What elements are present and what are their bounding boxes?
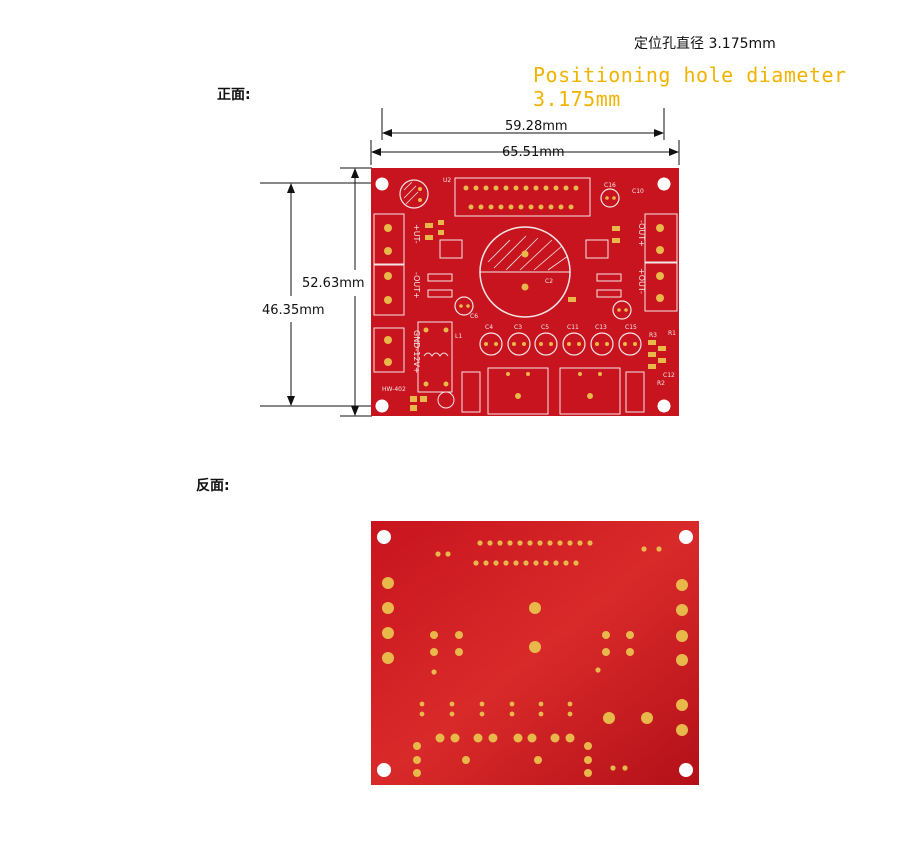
silk-c3: C3 [514,324,522,331]
silk-out-right-top: -OUT+ [637,220,646,247]
front-mounting-holes [375,177,671,413]
front-header-pads [463,185,579,210]
left-terminal-blocks [373,213,405,373]
silk-c16: C16 [604,182,616,189]
right-terminal-blocks [644,213,678,312]
silk-model: HW-402 [382,386,406,393]
dim-inner-height: 46.35mm [262,303,325,318]
front-pcb-board [371,168,679,416]
back-view-diagram [371,521,699,785]
hole-diameter-note-cn: 定位孔直径 3.175mm [634,36,776,52]
capacitor-c6 [454,296,474,316]
left-terminal-pads [384,224,392,366]
silk-gnd: GND-12V+ [412,330,421,374]
silk-out-left: -OUT+ [412,272,421,299]
capacitor-row-pads [484,342,637,346]
front-view-diagram: 59.28mm 65.51mm 52.63mm 46.35mm U2 C2 [260,108,680,417]
capacitor-c16 [600,188,620,208]
dim-outer-height: 52.63mm [302,276,365,291]
silk-c13: C13 [595,324,607,331]
right-terminal-pads [656,224,664,302]
silk-r2: R2 [657,380,665,387]
silk-l1: L1 [455,333,462,340]
silk-c4: C4 [485,324,493,331]
back-side-label: 反面: [196,478,230,494]
capacitor-c19-topleft [399,179,429,209]
silk-c10: C10 [632,188,644,195]
silk-c5: C5 [541,324,549,331]
silk-c11: C11 [567,324,579,331]
potentiometers [461,367,645,415]
silk-r1: R1 [668,330,676,337]
silk-c12: C12 [663,372,675,379]
dim-outer-width: 65.51mm [502,145,565,160]
hole-diameter-note-en: Positioning hole diameter 3.175mm [533,63,847,111]
smd-components [410,220,666,411]
silk-u2: U2 [443,177,451,184]
capacitor-c2 [479,226,571,318]
back-mounting-holes [377,530,693,777]
dimension-lines [260,108,680,417]
silk-c15: C15 [625,324,637,331]
capacitor-c1-right [612,300,632,320]
capacitor-row [479,332,642,356]
dimension-arrows [287,129,679,416]
silk-r3: R3 [649,332,657,339]
silk-c2: C2 [545,278,553,285]
silk-c6: C6 [470,313,478,320]
silk-out-right-bottom: +OUT- [637,268,646,294]
back-pads [382,540,688,777]
silk-in: +UT- [412,224,421,244]
dim-inner-width: 59.28mm [505,119,568,134]
front-side-label: 正面: [217,87,251,103]
inductor-l1 [417,321,453,393]
small-round-part-bottomleft [437,391,455,409]
